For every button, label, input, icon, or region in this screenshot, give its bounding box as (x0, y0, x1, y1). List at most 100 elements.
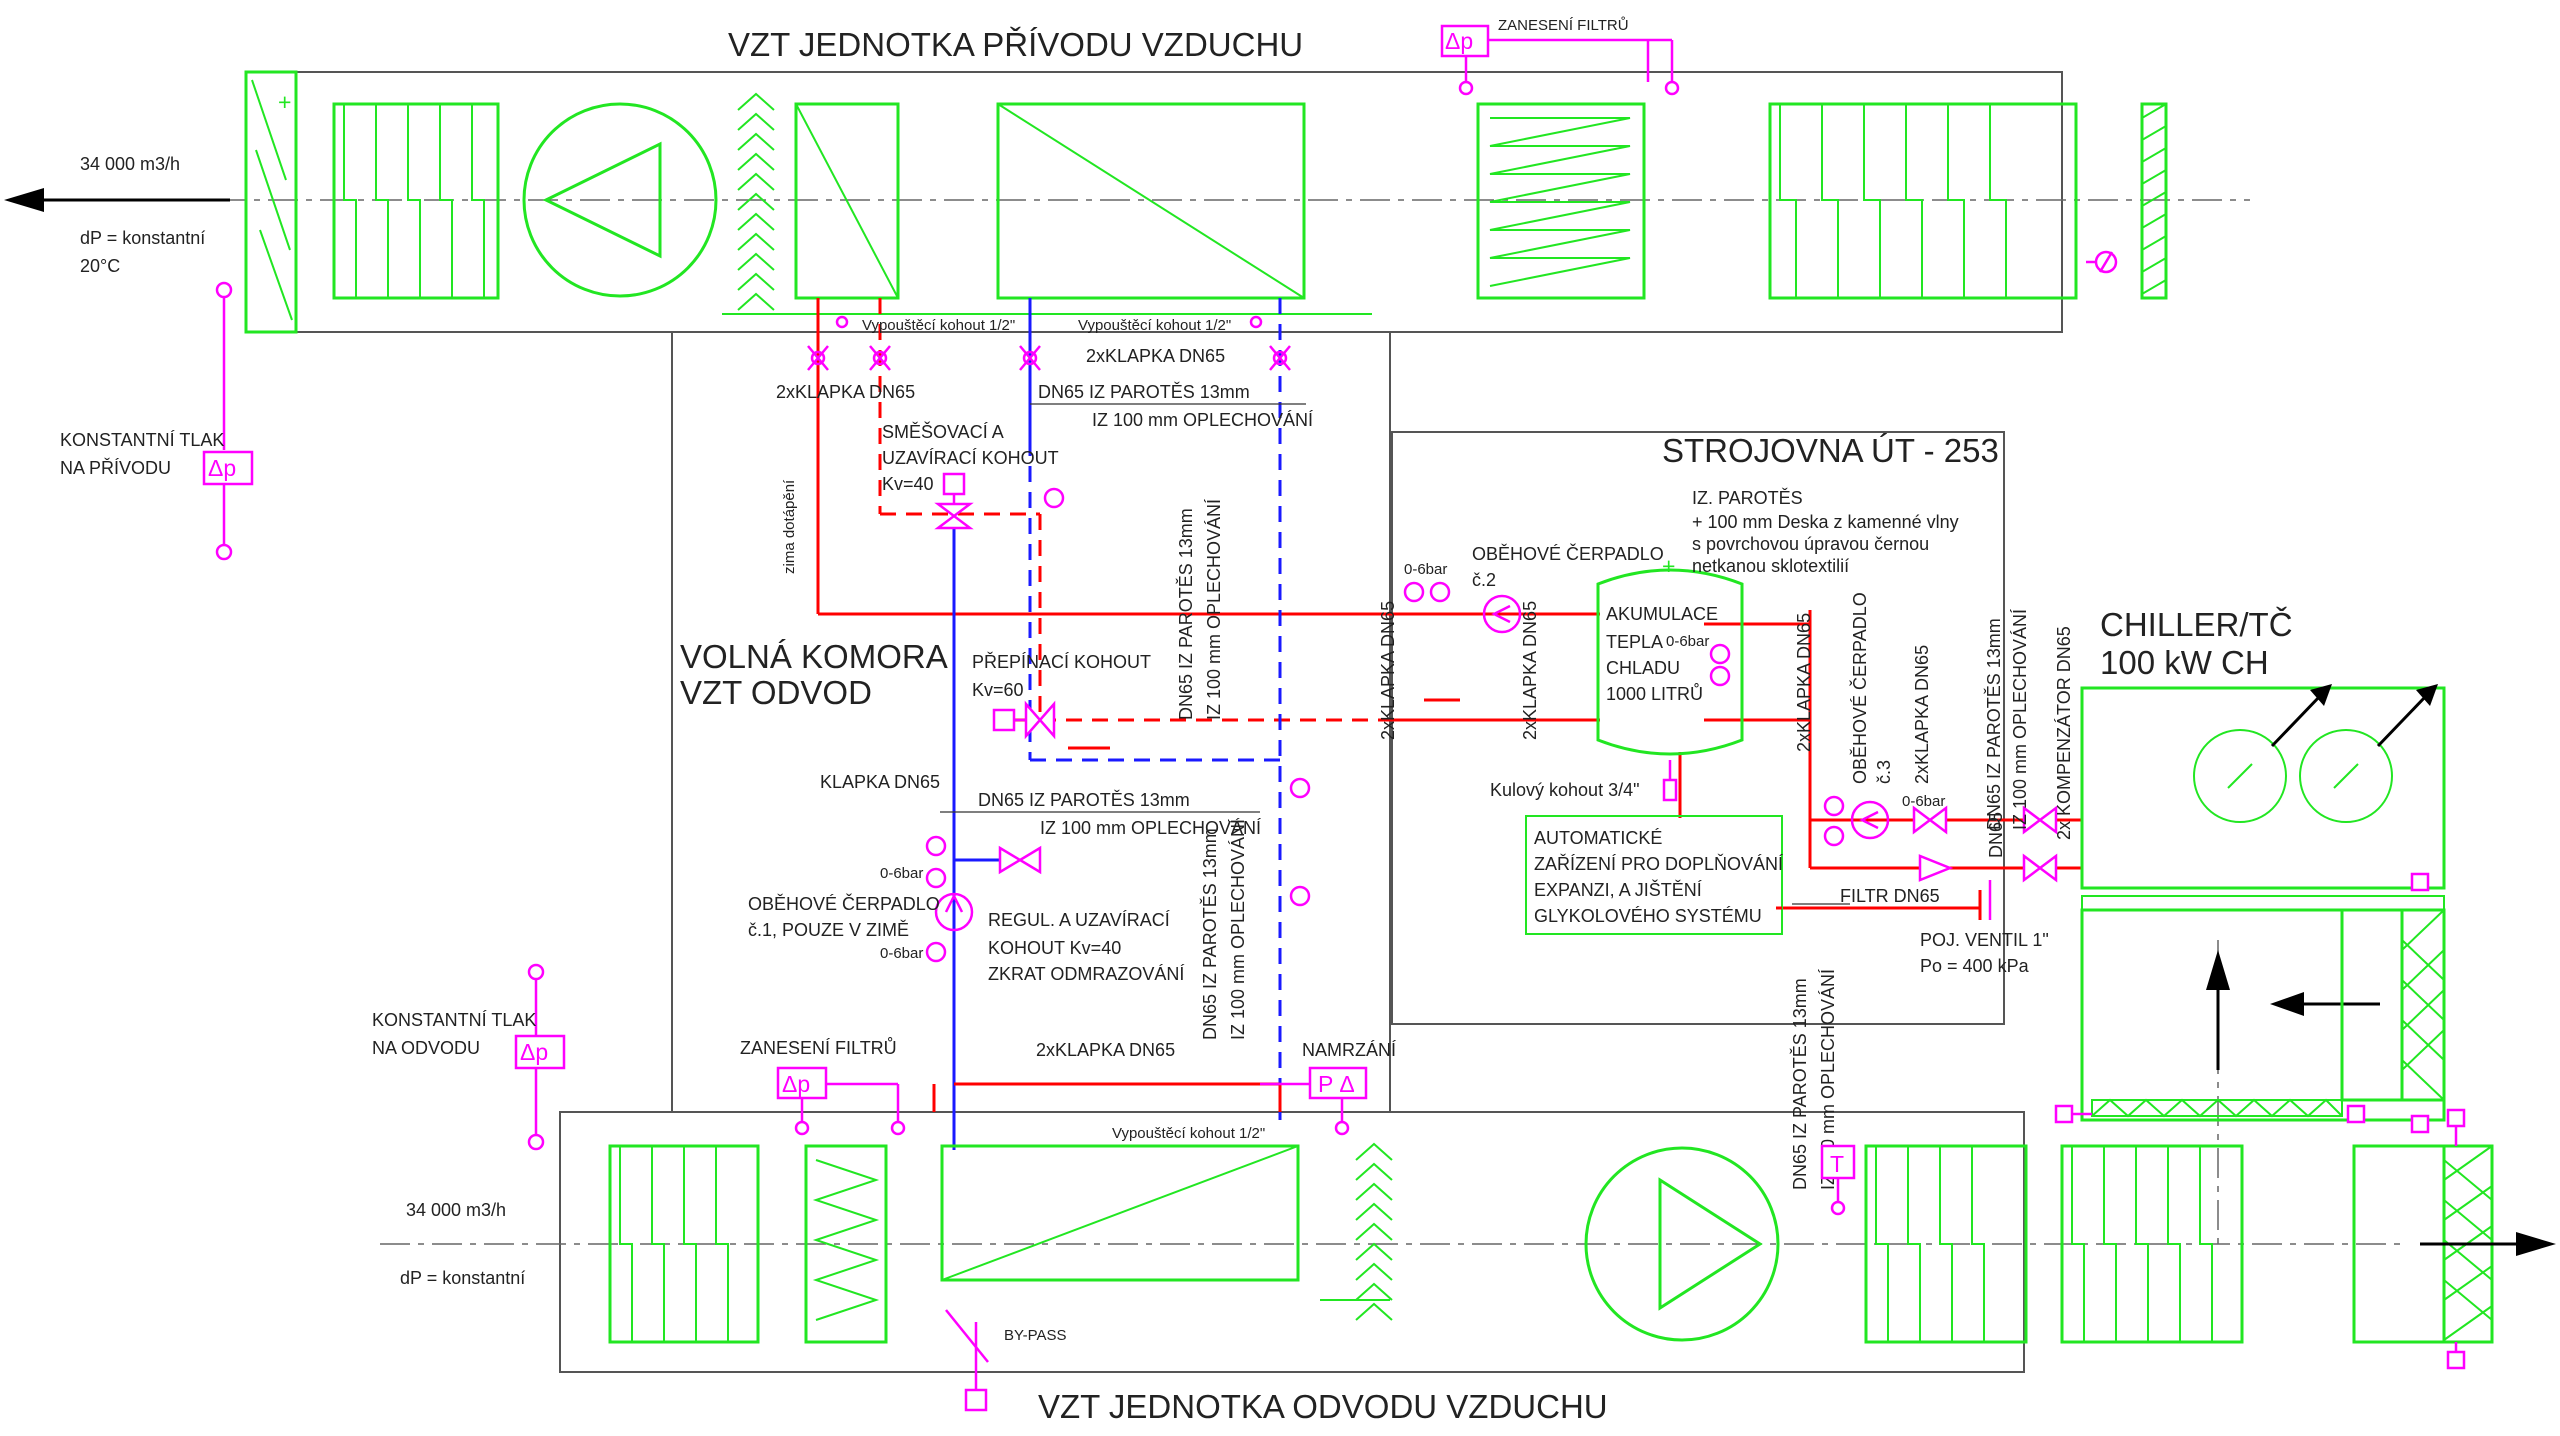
reg-valve-label-2: KOHOUT Kv=40 (988, 938, 1121, 958)
exhaust-flow: 34 000 m3/h (406, 1200, 506, 1220)
const-pressure-exhaust-dp: Δp (520, 1039, 548, 1065)
insulation-label-3: s povrchovou úpravou černou (1692, 534, 1929, 554)
mixing-valve (934, 472, 1065, 530)
exhaust-outlet-arrow (2420, 1232, 2556, 1256)
supply-flow: 34 000 m3/h (80, 154, 180, 174)
tank-plus: + (1662, 553, 1675, 579)
const-pressure-exhaust-label-2: NA ODVODU (372, 1038, 480, 1058)
exhaust-filter-fouling-label: ZANESENÍ FILTRŮ (740, 1037, 897, 1058)
pump2-label-2: č.2 (1472, 570, 1496, 590)
dampers-left-label: 2xKLAPKA DN65 (776, 382, 915, 402)
exhaust-dp: dP = konstantní (400, 1268, 525, 1288)
filter-dn65-label: FILTR DN65 (1840, 886, 1940, 906)
reg-valve-label-1: REGUL. A UZAVÍRACÍ (988, 910, 1170, 930)
pump3-label-1: OBĚHOVÉ ČERPADLO (1849, 592, 1870, 784)
pump3-pressure: 0-6bar (1902, 793, 1945, 810)
pump-1 (925, 777, 1311, 963)
pump1-pressure-bottom: 0-6bar (880, 945, 923, 962)
drain-valve-3: Vypouštěcí kohout 1/2" (1112, 1125, 1265, 1142)
chiller-sensors (2054, 872, 2466, 1370)
exhaust-unit-title: VZT JEDNOTKA ODVODU VZDUCHU (1038, 1388, 1608, 1425)
exhaust-filter-dp-sensor (776, 1066, 1368, 1136)
vert-2xklapka-b: 2xKLAPKA DN65 (1520, 601, 1540, 740)
free-chamber-title-1: VOLNÁ KOMORA (680, 638, 948, 675)
supply-unit-equipment: + (244, 70, 2168, 334)
switch-valve-label-2: Kv=60 (972, 680, 1024, 700)
const-pressure-supply-dp: Δp (208, 455, 236, 481)
pump1-label-1: OBĚHOVÉ ČERPADLO (748, 893, 940, 914)
dampers-bottom-label: 2xKLAPKA DN65 (1036, 1040, 1175, 1060)
ball-valve-label: Kulový kohout 3/4" (1490, 780, 1639, 800)
pipe-iz-label-3: DN65 IZ PAROTĚS 13mm (978, 790, 1190, 810)
dampers-right-label: 2xKLAPKA DN65 (1086, 346, 1225, 366)
tank-gauges (1662, 643, 1731, 802)
tank-pressure: 0-6bar (1666, 633, 1709, 650)
auto-fill-label-1: AUTOMATICKÉ (1534, 828, 1662, 848)
mixing-valve-label-3: Kv=40 (882, 474, 934, 494)
const-pressure-supply-label-1: KONSTANTNÍ TLAK (60, 430, 224, 450)
drain-valve-2: Vypouštěcí kohout 1/2" (1078, 317, 1231, 334)
vert-iz-13-d: DN65 IZ PAROTĚS 13mm (1790, 978, 1810, 1190)
vert-iz-100-d: IZ 100 mm OPLECHOVÁNÍ (1818, 969, 1838, 1190)
freezing-label: NAMRZÁNÍ (1302, 1040, 1396, 1060)
pump-2 (1403, 581, 1522, 634)
pipe-iz-label-1: DN65 IZ PAROTĚS 13mm (1038, 382, 1250, 402)
supply-outlet-arrow (4, 188, 230, 212)
vert-2xklapka-c: 2xKLAPKA DN65 (1794, 613, 1814, 752)
auto-fill-label-4: GLYKOLOVÉHO SYSTÉMU (1534, 906, 1762, 926)
supply-temp-sensor-icon (2086, 250, 2118, 274)
insulation-label-4: netkanou sklotextilií (1692, 556, 1849, 576)
pump1-label-2: č.1, POUZE V ZIMĚ (748, 920, 909, 940)
mixing-valve-label-1: SMĚŠOVACÍ A (882, 421, 1004, 442)
safety-valve-label-2: Po = 400 kPa (1920, 956, 2030, 976)
pump3-dampers: 2xKLAPKA DN65 (1912, 645, 1932, 784)
tank-label-4: 1000 LITRŮ (1606, 683, 1703, 704)
auto-fill-unit (1525, 815, 1783, 935)
machine-room-title: STROJOVNA ÚT - 253 (1662, 432, 1999, 469)
compensator-label: 2x KOMPENZÁTOR DN65 (2054, 626, 2074, 840)
mixing-valve-label-2: UZAVÍRACÍ KOHOUT (882, 448, 1059, 468)
auto-fill-label-3: EXPANZI, A JIŠTĚNÍ (1534, 879, 1702, 900)
chiller-unit (2080, 684, 2446, 1122)
exhaust-dp-symbol: Δp (782, 1071, 810, 1097)
vert-iz-13-b: DN65 IZ PAROTĚS 13mm (1200, 828, 1220, 1040)
temp-sensor-symbol: T (1830, 1151, 1844, 1177)
temp-sensor-exhaust (1820, 1144, 1856, 1216)
vert-iz-100-c: IZ 100 mm OPLECHOVÁNÍ (2010, 609, 2030, 830)
vert-iz-100-b: IZ 100 mm OPLECHOVÁNÍ (1228, 819, 1248, 1040)
supply-filter-fouling-label: ZANESENÍ FILTRŮ (1498, 16, 1629, 34)
chiller-title-1: CHILLER/TČ (2100, 606, 2293, 643)
switching-valve (992, 700, 1056, 740)
reg-valve-label-3: ZKRAT ODMRAZOVÁNÍ (988, 964, 1184, 984)
supply-temp: 20°C (80, 256, 120, 276)
pump2-pressure: 0-6bar (1404, 561, 1447, 578)
damper-dn65-label: KLAPKA DN65 (820, 772, 940, 792)
vert-iz-100: IZ 100 mm OPLECHOVÁNÍ (1204, 499, 1224, 720)
free-chamber-title-2: VZT ODVOD (680, 674, 872, 711)
pipe-iz-label-4: IZ 100 mm OPLECHOVÁNÍ (1040, 818, 1261, 838)
safety-valve-label-1: POJ. VENTIL 1" (1920, 930, 2049, 950)
bypass-damper (945, 1309, 989, 1412)
exhaust-unit-equipment (608, 1142, 2494, 1344)
drain-valve-1: Vypouštěcí kohout 1/2" (862, 317, 1015, 334)
supply-unit-title: VZT JEDNOTKA PŘÍVODU VZDUCHU (728, 26, 1303, 63)
supply-filter-dp-sensor (1440, 24, 1680, 96)
const-pressure-exhaust-label-1: KONSTANTNÍ TLAK (372, 1010, 536, 1030)
vert-2xklapka-a: 2xKLAPKA DN65 (1378, 601, 1398, 740)
freezing-sensor-symbol: P Δ (1318, 1071, 1355, 1097)
const-pressure-supply-label-2: NA PŘÍVODU (60, 458, 171, 478)
pump2-label-1: OBĚHOVÉ ČERPADLO (1472, 543, 1664, 564)
supply-dp: dP = konstantní (80, 228, 205, 248)
const-pressure-exhaust-sensor (514, 963, 566, 1151)
auto-fill-label-2: ZAŘÍZENÍ PRO DOPLŇOVÁNÍ (1534, 854, 1783, 874)
vert-iz-13-c: DN65 IZ PAROTĚS 13mm (1984, 618, 2004, 830)
const-pressure-supply-sensor (202, 281, 254, 561)
vert-iz-13: DN65 IZ PAROTĚS 13mm (1176, 508, 1196, 720)
pump-3 (1823, 795, 2058, 920)
insulation-label-1: IZ. PAROTĚS (1692, 488, 1803, 508)
accumulation-tank (1596, 568, 1744, 756)
bypass-label: BY-PASS (1004, 1327, 1067, 1344)
pipe-iz-label-2: IZ 100 mm OPLECHOVÁNÍ (1092, 410, 1313, 430)
vert-dn65-label: DN65 (1986, 812, 2006, 858)
